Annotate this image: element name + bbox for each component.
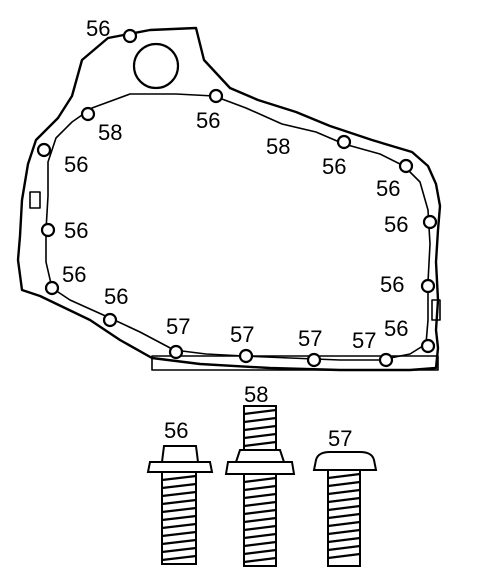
upper-threads (243, 408, 277, 448)
callout-label: 56 (376, 176, 400, 201)
cover-callouts: 56 58 56 56 58 56 56 56 56 56 56 56 56 5… (62, 16, 408, 353)
callout-label: 56 (104, 284, 128, 309)
bolt-hole (122, 28, 138, 44)
callout-label: 56 (62, 262, 86, 287)
callout-label: 56 (196, 108, 220, 133)
bolt-hole (306, 352, 322, 368)
callout-label: 56 (64, 152, 88, 177)
callout-label: 56 (384, 212, 408, 237)
callout-label: 58 (98, 120, 122, 145)
bolt-hole (378, 352, 394, 368)
callout-label: 57 (352, 328, 376, 353)
bolt-hole (36, 142, 52, 158)
hex-collar (234, 449, 286, 463)
callout-label: 57 (166, 314, 190, 339)
bolt-hole (80, 106, 96, 122)
bolt-hole (420, 338, 436, 354)
bolt-58: 58 (224, 382, 296, 567)
bolt-hole (40, 222, 56, 238)
flange (146, 461, 214, 473)
bolt-57: 57 (312, 426, 378, 567)
callout-label: 57 (230, 322, 254, 347)
callout-label: 56 (86, 16, 110, 41)
callout-label: 56 (64, 218, 88, 243)
bolt-label: 56 (164, 418, 188, 443)
side-tab-right (431, 299, 441, 321)
bolt-holes (36, 28, 438, 368)
breather-hole (132, 42, 180, 90)
lower-threads (243, 476, 277, 564)
callout-label: 56 (384, 316, 408, 341)
bolt-label: 58 (244, 382, 268, 407)
bolt-hole (168, 344, 184, 360)
callout-label: 58 (266, 134, 290, 159)
hex-head (160, 445, 200, 463)
bolt-hole (102, 312, 118, 328)
shank-threads (161, 474, 197, 562)
flange (224, 461, 296, 475)
side-tab-left (29, 191, 41, 209)
bolt-hole (420, 278, 436, 294)
bolt-hole (398, 158, 414, 174)
callout-label: 56 (322, 154, 346, 179)
bolt-hole (336, 134, 352, 150)
bolt-hole (208, 88, 224, 104)
bottom-flange (151, 355, 439, 371)
round-head (312, 451, 378, 471)
bolt-hole (422, 214, 438, 230)
callout-label: 56 (380, 272, 404, 297)
bolt-hole (238, 348, 254, 364)
bolt-label: 57 (328, 426, 352, 451)
bolt-hole (44, 280, 60, 296)
gasket-line (45, 93, 431, 361)
bolt-56: 56 (146, 418, 214, 565)
callout-label: 57 (298, 326, 322, 351)
shank-threads (327, 472, 361, 560)
